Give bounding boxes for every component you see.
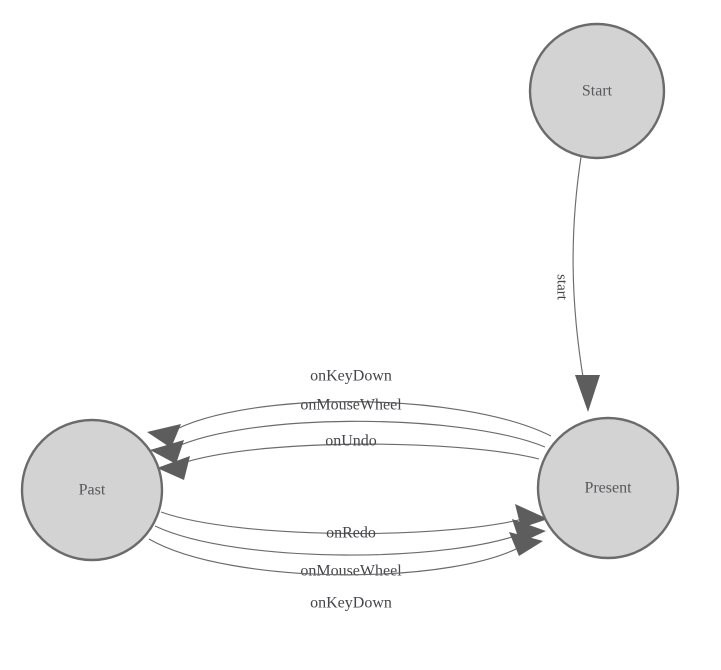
edge-label-start: start <box>554 274 570 301</box>
edge-label-present-past-3: onUndo <box>325 433 377 450</box>
edge-path-present-past-3 <box>171 443 540 468</box>
edge-path-past-present-1 <box>160 511 535 535</box>
edge-past-to-present-onredo[interactable]: onRedo <box>160 504 548 542</box>
node-start[interactable]: Start <box>528 22 666 160</box>
node-past-circle <box>20 418 164 562</box>
arrowhead-start-present <box>575 375 600 412</box>
edge-past-to-present-onkeydown[interactable]: onKeyDown <box>148 532 543 612</box>
node-past-label: Past <box>79 482 106 499</box>
edge-label-past-present-2: onMouseWheel <box>300 563 402 580</box>
edge-present-to-past-onmousewheel[interactable]: onMouseWheel <box>150 397 546 464</box>
edge-path-present-past-1 <box>162 401 552 438</box>
edge-present-to-past-onkeydown[interactable]: onKeyDown <box>147 368 552 448</box>
edge-start-to-present[interactable]: start <box>554 156 600 412</box>
edge-path-start-present <box>572 156 585 384</box>
edge-label-past-present-1: onRedo <box>326 525 376 542</box>
node-present[interactable]: Present <box>536 416 680 560</box>
node-present-circle <box>536 416 680 560</box>
arrowhead-present-past-3 <box>157 456 190 480</box>
edge-path-past-present-2 <box>154 525 532 556</box>
edge-path-present-past-2 <box>165 420 546 453</box>
node-present-label: Present <box>584 480 632 497</box>
arrowhead-present-past-2 <box>150 440 184 464</box>
arrowhead-present-past-1 <box>147 424 181 448</box>
edge-label-present-past-1: onKeyDown <box>310 368 392 385</box>
edge-present-to-past-onundo[interactable]: onUndo <box>157 433 540 480</box>
arrowhead-past-present-3 <box>509 532 543 556</box>
arrowhead-past-present-1 <box>515 504 548 528</box>
node-past[interactable]: Past <box>20 418 164 562</box>
edge-label-present-past-2: onMouseWheel <box>300 397 402 414</box>
node-start-circle <box>528 22 666 160</box>
edge-label-past-present-3: onKeyDown <box>310 595 392 612</box>
edge-path-past-present-3 <box>148 538 528 576</box>
node-start-label: Start <box>582 83 613 100</box>
